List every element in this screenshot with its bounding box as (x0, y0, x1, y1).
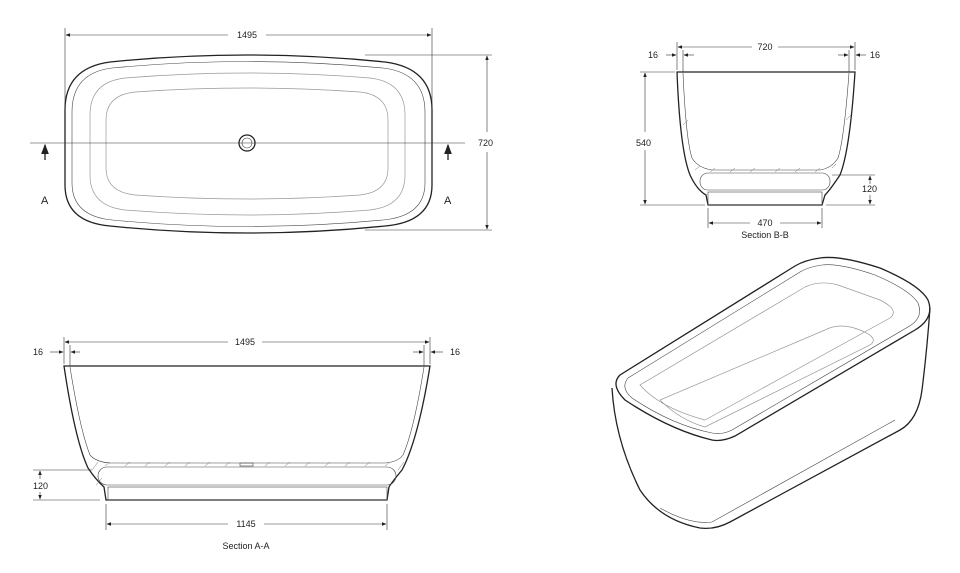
section-bb-width-label: 720 (757, 42, 772, 52)
section-bb-caption: Section B-B (741, 230, 789, 240)
section-aa-foot (107, 486, 388, 501)
iso-basin-inner (639, 282, 894, 421)
section-bb-plinth-label: 120 (862, 184, 877, 194)
iso-basin-floor (659, 325, 874, 428)
section-mark-left: A (41, 195, 49, 207)
section-aa-caption: Section A-A (222, 541, 269, 551)
section-aa-outline (63, 365, 431, 501)
iso-inner-rim (624, 264, 920, 434)
iso-outer-rim (615, 256, 931, 442)
iso-base (659, 419, 896, 523)
section-aa-base-label: 1145 (236, 519, 255, 529)
section-bb-wall-left-label: 16 (648, 50, 658, 60)
plan-basin-outline (89, 72, 406, 216)
section-aa-length-label: 1495 (235, 337, 255, 347)
section-bb-outline (676, 71, 856, 206)
isometric-view (611, 256, 931, 530)
plan-basin-floor (105, 87, 389, 200)
section-aa-drain (239, 462, 254, 467)
section-aa-plinth-void (97, 466, 397, 486)
plan-view: A A 1495 720 (30, 28, 493, 234)
section-bb-base-label: 470 (757, 218, 772, 228)
section-bb-wall-right-label: 16 (870, 50, 880, 60)
section-aa-wall-left-label: 16 (33, 347, 43, 357)
plan-length-label: 1495 (237, 30, 257, 40)
section-bb-inner (682, 72, 850, 171)
section-mark-right: A (444, 195, 452, 207)
plan-outer-outline (64, 54, 433, 234)
section-a-a: 1495 16 16 120 1145 Section A-A (33, 337, 460, 551)
iso-body (611, 307, 931, 530)
section-bb-plinth-void (699, 172, 831, 191)
plan-rim-inner (71, 61, 426, 227)
section-b-b: 720 16 16 540 120 470 Section B-B (636, 42, 880, 240)
section-aa-inner (69, 366, 425, 464)
section-aa-plinth-label: 120 (33, 481, 48, 491)
section-bb-foot (707, 191, 823, 206)
section-aa-wall-right-label: 16 (450, 347, 460, 357)
plan-width-label: 720 (478, 138, 493, 148)
section-bb-height-label: 540 (636, 138, 651, 148)
